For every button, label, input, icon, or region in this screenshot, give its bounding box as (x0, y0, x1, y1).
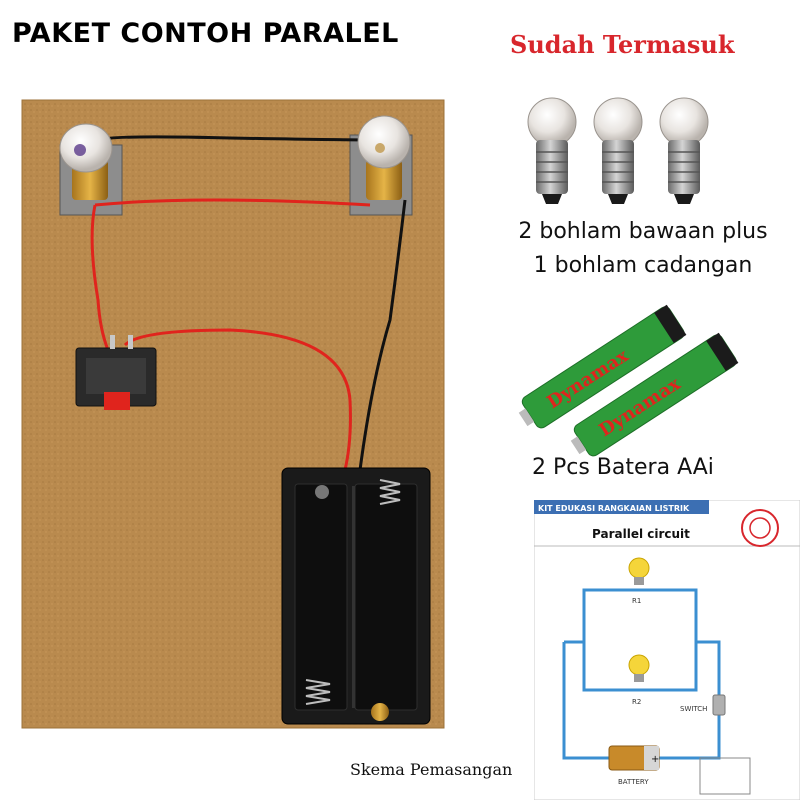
r1-label: R1 (632, 597, 641, 605)
bulb-r1-icon (628, 557, 650, 585)
diagram-banner-text: KIT EDUKASI RANGKAIAN LISTRIK (538, 504, 690, 513)
red-wire-to-holder (123, 328, 352, 471)
included-label: Sudah Termasuk (510, 30, 735, 59)
diagram-title: Parallel circuit (592, 527, 690, 541)
black-wire-right (358, 199, 407, 471)
parallel-circuit-diagram: KIT EDUKASI RANGKAIAN LISTRIK Parallel c… (534, 500, 800, 800)
batteries-caption: 2 Pcs Batera AAi (532, 455, 714, 480)
installation-schema-caption: Skema Pemasangan (350, 760, 513, 779)
bulbs-caption-line2: 1 bohlam cadangan (533, 253, 753, 278)
circuit-branch-r1 (582, 588, 698, 692)
red-wire-top (94, 198, 371, 207)
switch-label: SWITCH (680, 705, 707, 713)
rocker-switch (75, 335, 157, 410)
black-wire-top (99, 135, 376, 142)
battery-icon: + (608, 745, 660, 771)
r2-label: R2 (632, 698, 641, 706)
aa-batteries: Dynamax Dynamax (518, 304, 739, 457)
diagram-banner (534, 500, 709, 514)
bulb-right (357, 115, 411, 200)
red-wire-to-switch (90, 204, 110, 351)
schematic-inset (699, 757, 751, 795)
spare-bulbs (527, 97, 709, 204)
bulb-r2-icon (628, 654, 650, 682)
bulbs-caption-line1: 2 bohlam bawaan plus (518, 219, 768, 244)
battery-label: BATTERY (618, 778, 649, 786)
svg-text:+: + (651, 754, 659, 765)
page-title: PAKET CONTOH PARALEL (12, 18, 399, 49)
bulb-left (59, 123, 113, 200)
circuit-main-loop (562, 640, 721, 760)
switch-icon (712, 694, 726, 716)
bulbs-caption: 2 bohlam bawaan plus 1 bohlam cadangan (498, 215, 788, 283)
battery-holder (281, 467, 431, 725)
